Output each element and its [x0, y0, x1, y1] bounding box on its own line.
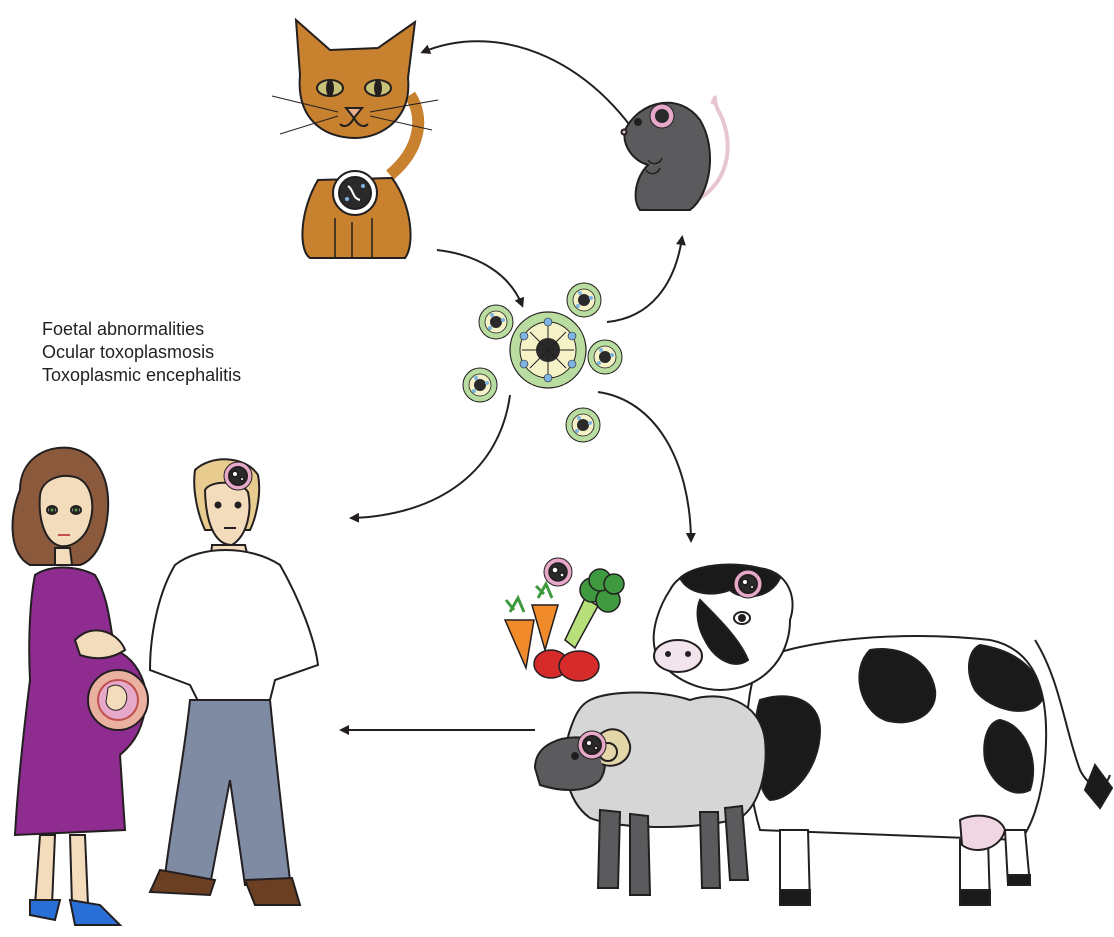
pregnant-woman-icon	[11, 446, 149, 926]
outcome-foetal: Foetal abnormalities	[42, 319, 205, 339]
oocyst-cluster-icon	[462, 282, 623, 443]
vegetables-icon	[503, 557, 625, 682]
sheep-icon	[533, 691, 767, 896]
cycle-arrows	[339, 40, 696, 735]
outcomes-list: Foetal abnormalities Ocular toxoplasmosi…	[42, 318, 241, 387]
rat-icon	[620, 95, 730, 211]
arrow-rat-to-cat	[420, 40, 656, 166]
arrow-cat-to-oocysts	[436, 249, 525, 308]
arrow-oocysts-to-rat	[606, 235, 686, 323]
cow-icon	[652, 563, 1114, 906]
arrow-oocysts-to-livestock	[597, 391, 696, 543]
arrow-oocysts-to-humans	[349, 394, 511, 523]
outcome-ocular: Ocular toxoplasmosis	[42, 342, 215, 362]
large-oocyst	[509, 311, 587, 389]
man-icon	[148, 458, 320, 906]
cat-icon	[271, 17, 439, 259]
outcome-encephalitis: Toxoplasmic encephalitis	[42, 365, 242, 385]
